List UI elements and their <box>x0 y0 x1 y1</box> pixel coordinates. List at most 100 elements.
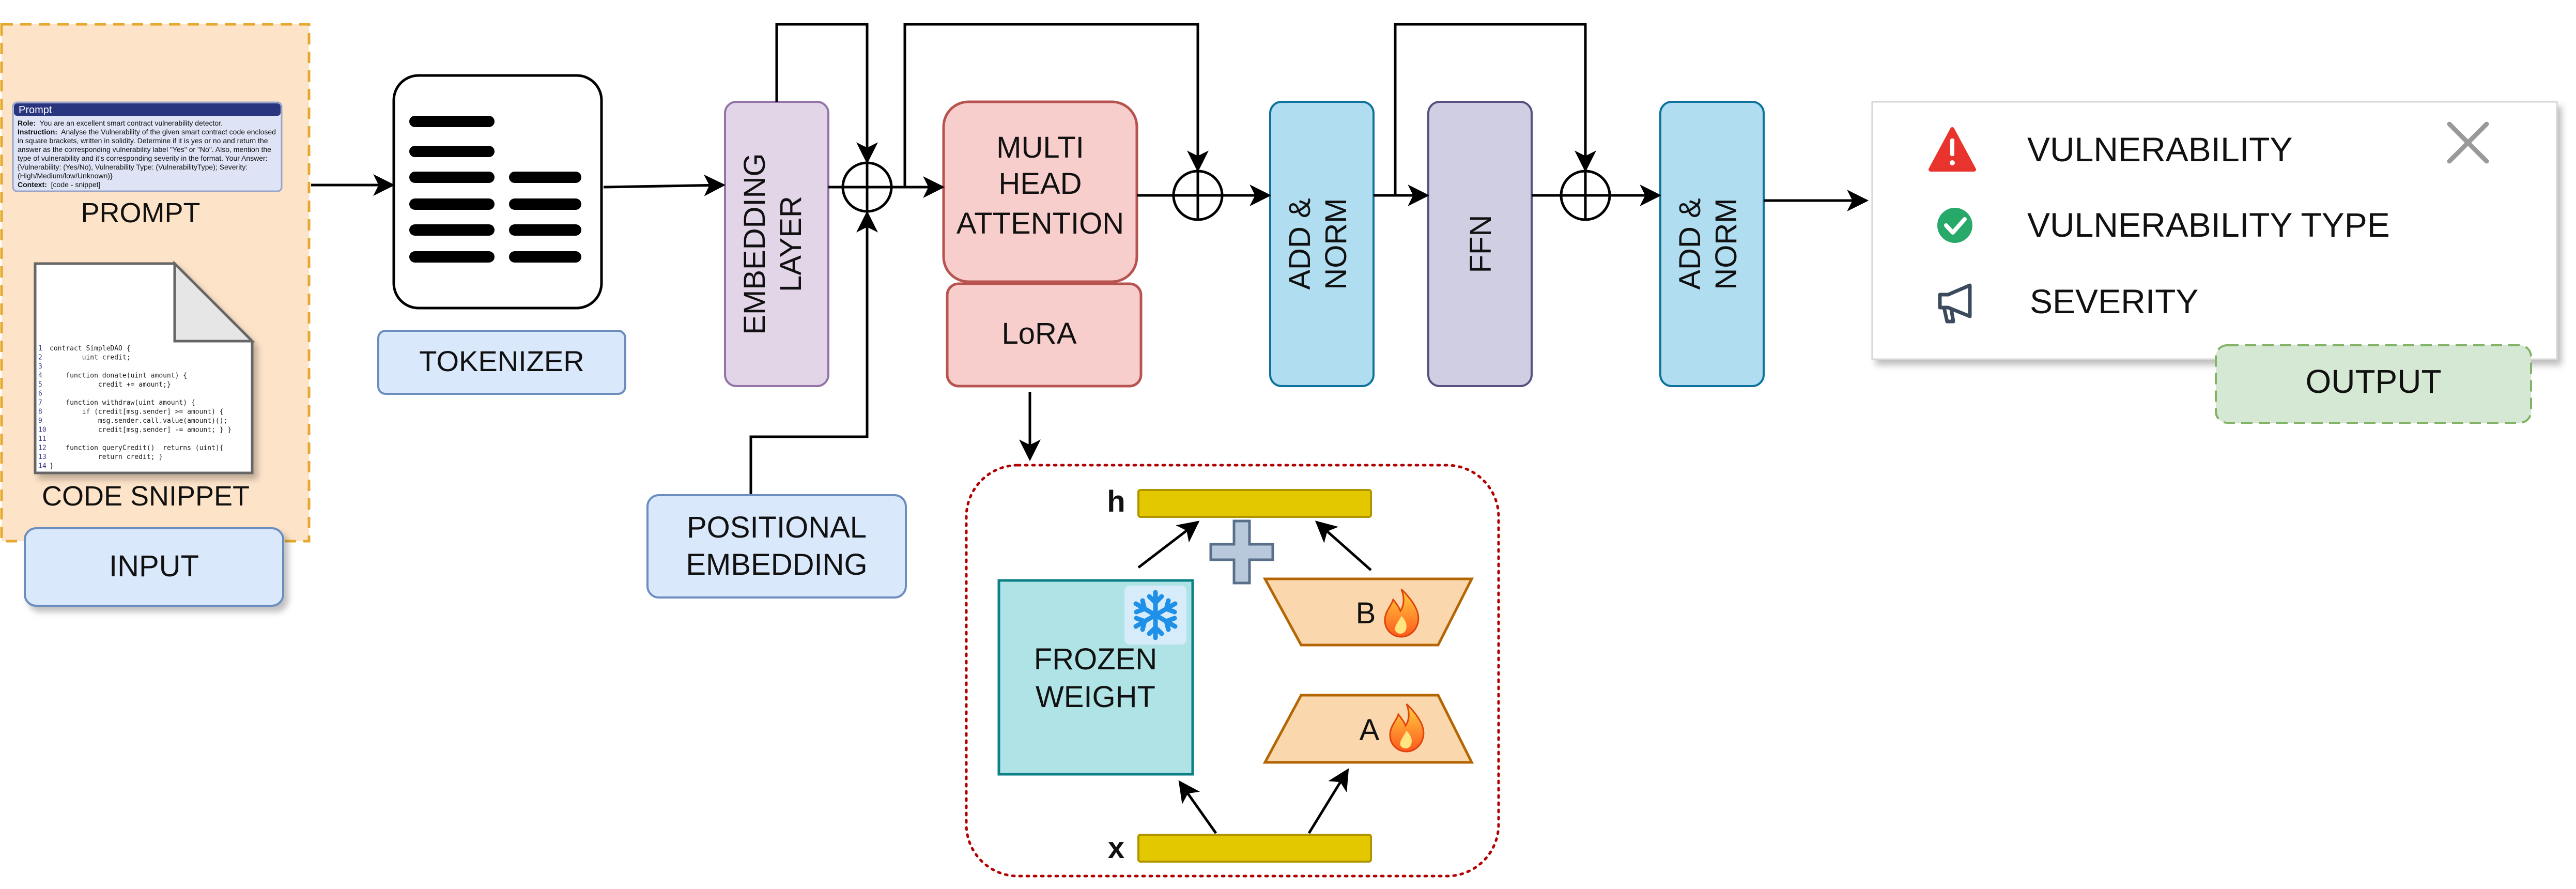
add-norm-2-label-2: NORM <box>1709 198 1743 289</box>
code-document-icon: 1 contract SimpleDAO { 2 uint credit; 34 fu… <box>34 260 256 474</box>
prompt-label: PROMPT <box>81 197 200 228</box>
plus-icon <box>1209 519 1274 585</box>
output-region: VULNERABILITY VULNERABILITY TYPE SEVERIT… <box>1871 101 2558 424</box>
code-line-text: contract SimpleDAO { <box>50 345 131 352</box>
sum-node-3 <box>1560 170 1611 221</box>
close-icon[interactable] <box>2447 121 2489 164</box>
embedding-layer-label-2: LAYER <box>774 196 808 292</box>
lora-box <box>946 282 1143 388</box>
ffn: FFN <box>1427 101 1533 387</box>
code-line-number: 3 <box>38 363 42 371</box>
code-lines: 1 contract SimpleDAO { 2 uint credit; 34 fu… <box>38 345 232 470</box>
prompt-context-text: [code - snippet] <box>51 180 101 189</box>
prompt-instruction-line: type of vulnerability and it's correspon… <box>18 154 268 162</box>
tokenizer-box <box>392 74 603 310</box>
x-vector-bar <box>1137 834 1372 863</box>
input-label-box <box>24 527 284 607</box>
h-vector-bar <box>1137 489 1372 518</box>
multi-head-attention: MULTI HEAD ATTENTION <box>942 100 1138 283</box>
prompt-instruction-key: Instruction: <box>18 128 57 136</box>
positional-embedding-label-2: EMBEDDING <box>686 548 867 581</box>
code-line-text: msg.sender.call.value(amount)(); <box>50 417 227 425</box>
positional-embedding-box <box>646 494 907 599</box>
code-line-text: credit += amount;} <box>50 381 171 389</box>
positional-embedding: POSITIONAL EMBEDDING <box>646 494 907 599</box>
code-line-number: 7 <box>38 399 42 407</box>
ffn-label: FFN <box>1464 215 1498 273</box>
add-norm-2-label-1: ADD & <box>1673 198 1707 289</box>
output-severity: SEVERITY <box>2030 282 2198 320</box>
prompt-card-header: Prompt <box>19 104 52 116</box>
frozen-weight-label-2: WEIGHT <box>1036 680 1155 714</box>
code-line-text: uint credit; <box>50 354 131 362</box>
prompt-role-text: You are an excellent smart contract vuln… <box>40 119 223 127</box>
lora-label: LoRA <box>1001 317 1076 350</box>
code-line-number: 9 <box>38 417 42 425</box>
add-norm-2: ADD & NORM <box>1659 101 1765 387</box>
snowflake-icon <box>1124 586 1186 645</box>
ffn-box <box>1427 101 1533 387</box>
tokenizer: TOKENIZER <box>377 74 626 395</box>
h-label: h <box>1107 485 1125 518</box>
mha-label-1: MULTI <box>996 131 1084 164</box>
code-line-text: function queryCredit() returns (uint){ <box>50 444 224 452</box>
svg-text:Instruction: Analyse t: Instruction: Analyse the Vulnerability o… <box>18 128 276 136</box>
tokenizer-label: TOKENIZER <box>419 345 584 377</box>
output-label-box <box>2215 344 2532 424</box>
code-line-number: 2 <box>38 354 42 362</box>
svg-text:Role: You are an excel: Role: You are an excellent smart contrac… <box>18 119 223 127</box>
code-line-text: function withdraw(uint amount) { <box>50 399 195 407</box>
add-norm-1-box <box>1269 101 1375 387</box>
code-snippet-label: CODE SNIPPET <box>42 481 250 512</box>
add-norm-2-box <box>1659 101 1765 387</box>
prompt-instruction-line: (High/Medium/low/Unknown)} <box>18 172 113 180</box>
sum-node-1 <box>841 161 893 213</box>
code-line-number: 12 <box>38 444 47 452</box>
tokenizer-label-box <box>377 330 626 395</box>
prompt-card: Prompt Role: You are an excellent smart … <box>12 101 283 192</box>
code-line-number: 14 <box>38 463 47 470</box>
output-label: OUTPUT <box>2305 363 2441 400</box>
prompt-instruction-line: Analyse the Vulnerability of the given s… <box>61 128 276 136</box>
lora-detail-panel: h x FROZEN WEIGHT B <box>965 464 1500 878</box>
code-line-number: 1 <box>38 345 42 352</box>
add-norm-1: ADD & NORM <box>1269 101 1375 387</box>
megaphone-icon <box>1938 283 1972 324</box>
input-region: Prompt Role: You are an excellent smart … <box>0 23 311 607</box>
check-circle-icon <box>1937 208 1972 243</box>
code-line-text: credit[msg.sender] -= amount; } } <box>50 426 232 434</box>
output-vulnerability: VULNERABILITY <box>2027 130 2293 168</box>
positional-embedding-label-1: POSITIONAL <box>687 511 867 544</box>
code-line-number: 8 <box>38 408 42 416</box>
prompt-instruction-line: in square brackets, written in solidity.… <box>18 136 268 145</box>
code-line-text: } <box>50 463 54 470</box>
add-norm-1-label-1: ADD & <box>1283 198 1317 289</box>
lora-block: LoRA <box>946 282 1143 388</box>
output-card <box>1871 101 2558 360</box>
lora-b-label: B <box>1356 596 1376 630</box>
output-vulnerability-type: VULNERABILITY TYPE <box>2027 206 2390 244</box>
add-norm-1-label-2: NORM <box>1319 198 1353 289</box>
sum-node-2 <box>1172 170 1224 221</box>
code-line-number: 10 <box>38 426 47 434</box>
code-line-number: 5 <box>38 381 42 389</box>
code-line-text: function donate(uint amount) { <box>50 372 187 380</box>
frozen-weight-label-1: FROZEN <box>1034 642 1157 676</box>
lora-a-label: A <box>1360 713 1380 747</box>
x-label: x <box>1108 831 1124 865</box>
input-label: INPUT <box>109 549 199 583</box>
prompt-context-key: Context: <box>18 180 47 189</box>
fire-icon <box>1384 588 1420 638</box>
warning-triangle-icon <box>1929 127 1976 172</box>
prompt-role-key: Role: <box>18 119 36 127</box>
prompt-instruction-line: answer as the corresponding vulnerabilit… <box>18 145 271 154</box>
embedding-layer-label-1: EMBEDDING <box>738 153 772 334</box>
lora-b-matrix <box>1262 577 1474 647</box>
code-line-number: 13 <box>38 453 47 461</box>
prompt-instruction-line: {Vulnerability: (Yes/No), Vulnerability … <box>18 163 248 171</box>
connectors <box>311 23 1869 494</box>
mha-label-2: HEAD <box>998 167 1082 201</box>
code-line-number: 4 <box>38 372 42 380</box>
code-line-number: 6 <box>38 390 42 398</box>
mha-label-3: ATTENTION <box>957 207 1124 240</box>
